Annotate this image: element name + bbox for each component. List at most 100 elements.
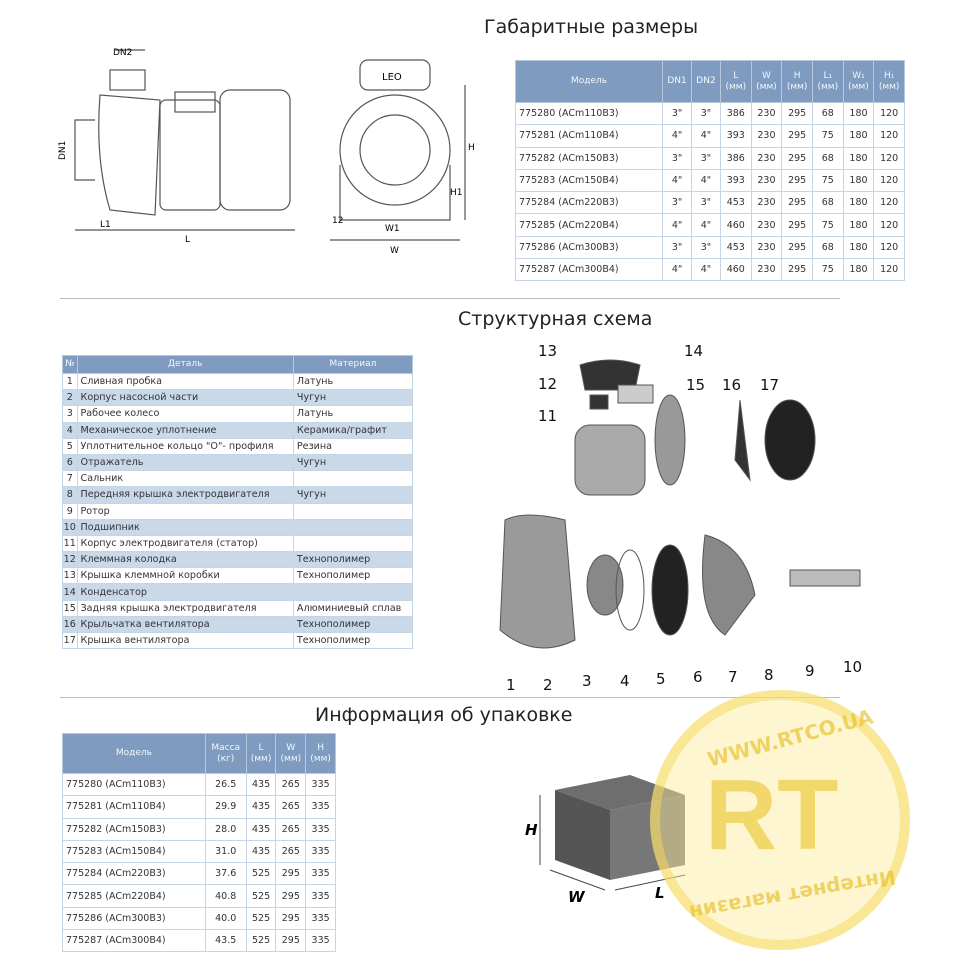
brand-label: LEO	[382, 72, 402, 83]
table-cell: 40.0	[204, 906, 247, 931]
table-cell: 120	[873, 124, 905, 148]
table-cell: Технополимер	[292, 631, 414, 650]
table-cell: Клеммная колодка	[76, 551, 294, 569]
table-cell: Резина	[292, 437, 414, 455]
column-header: Материал	[292, 355, 414, 374]
callout-14: 14	[684, 342, 704, 360]
l1-label: L1	[100, 220, 111, 230]
table-cell: 120	[873, 101, 905, 126]
table-cell: 120	[873, 258, 905, 282]
table-cell: Чугун	[292, 453, 414, 472]
table-cell: 4"	[662, 168, 693, 193]
table-cell: 2	[62, 389, 78, 407]
table-cell: 435	[245, 772, 277, 797]
table-cell: 120	[873, 146, 905, 170]
table-cell: 75	[811, 258, 844, 282]
table-cell: 3"	[662, 191, 693, 215]
table-cell: 393	[719, 124, 752, 148]
table-cell: 180	[842, 168, 875, 193]
front-view-drawing: LEO H H1 12 W1 W	[330, 59, 475, 255]
table-cell: 335	[305, 817, 336, 841]
table-cell: 180	[842, 213, 875, 237]
w1-label: W1	[385, 224, 400, 234]
table-cell: 775285 (ACm220B4)	[62, 884, 206, 908]
table-cell: 775283 (ACm150B4)	[514, 168, 664, 193]
w-label: W	[390, 246, 399, 255]
table-cell: Передняя крышка электродвигателя	[76, 486, 294, 504]
table-cell: 265	[275, 772, 307, 797]
table-cell: 68	[811, 191, 844, 215]
table-cell: 386	[719, 146, 752, 170]
table-cell: 265	[275, 817, 307, 841]
structure-title: Структурная схема	[458, 308, 653, 330]
table-cell: 180	[842, 235, 875, 260]
table-cell	[292, 518, 414, 536]
table-cell: Сальник	[76, 470, 294, 488]
table-cell: 180	[842, 124, 875, 148]
table-cell: 4"	[691, 213, 721, 237]
table-cell: Задняя крышка электродвигателя	[76, 599, 294, 617]
callout-12: 12	[538, 375, 558, 393]
watermark-logo: WWW.RTCO.UA RT Интернет магазин	[650, 690, 910, 950]
table-cell: 5	[62, 437, 78, 455]
table-cell: 775281 (ACm110B4)	[514, 124, 664, 148]
table-cell: 14	[62, 583, 78, 601]
table-cell: 775281 (ACm110B4)	[62, 795, 206, 819]
table-cell: 180	[842, 258, 875, 282]
table-cell: 3"	[691, 235, 721, 260]
table-cell: 460	[719, 258, 752, 282]
packaging-title: Информация об упаковке	[315, 704, 573, 726]
callout-6: 6	[693, 668, 703, 686]
table-cell: 13	[62, 567, 78, 585]
table-cell: 4"	[691, 258, 721, 282]
table-cell: 11	[62, 534, 78, 553]
table-cell: 775287 (ACm300B4)	[514, 258, 664, 282]
table-cell: 295	[275, 906, 307, 931]
table-cell: 43.5	[204, 929, 247, 953]
table-cell: 335	[305, 862, 336, 886]
callout-16: 16	[722, 376, 742, 394]
table-cell: 68	[811, 235, 844, 260]
table-cell	[292, 534, 414, 553]
table-cell: Рабочее колесо	[76, 405, 294, 423]
column-header: L (мм)	[719, 60, 752, 103]
table-cell: Крышка клеммной коробки	[76, 567, 294, 585]
table-cell: 120	[873, 191, 905, 215]
table-cell: 525	[245, 929, 277, 953]
table-cell: 75	[811, 168, 844, 193]
table-cell: 453	[719, 235, 752, 260]
table-cell	[292, 583, 414, 601]
box-h-label: H	[525, 821, 538, 839]
column-header: W₁ (мм)	[842, 60, 875, 103]
table-cell: 295	[781, 235, 813, 260]
table-cell: 295	[275, 884, 307, 908]
table-cell: 4"	[662, 258, 693, 282]
table-cell: 230	[750, 258, 783, 282]
table-cell: 460	[719, 213, 752, 237]
table-cell: 525	[245, 884, 277, 908]
table-cell: 3"	[691, 191, 721, 215]
table-cell: 775282 (ACm150B3)	[514, 146, 664, 170]
callout-1: 1	[506, 676, 516, 694]
table-cell: Алюминиевый сплав	[292, 599, 414, 617]
table-cell: Уплотнительное кольцо "О"- профиля	[76, 437, 294, 455]
table-cell: 3"	[662, 101, 693, 126]
exploded-view-diagram	[499, 359, 861, 649]
